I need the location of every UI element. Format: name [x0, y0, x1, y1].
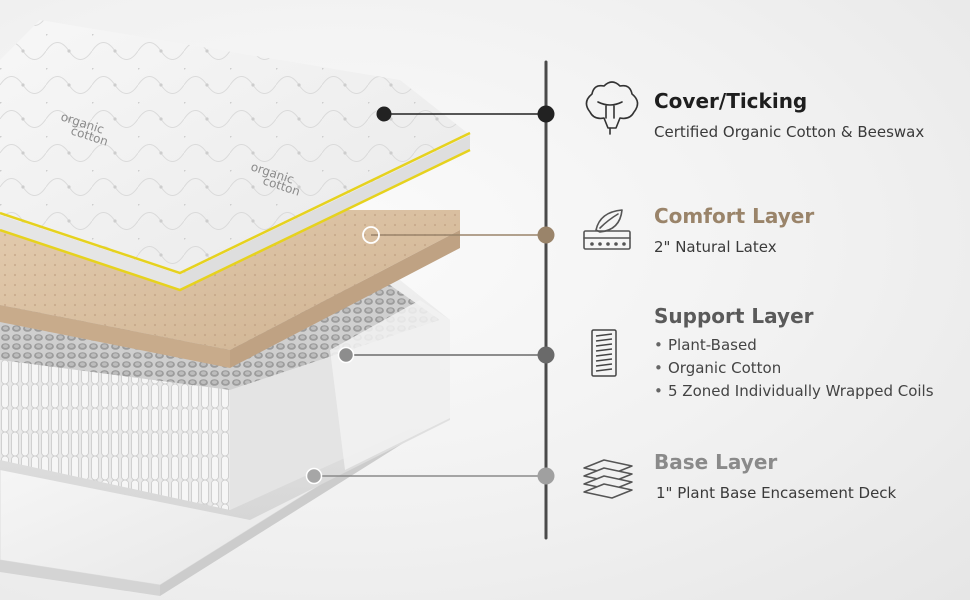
- support-layer-title: Support Layer: [654, 304, 814, 328]
- cover-anchor-dot: [376, 106, 392, 122]
- cover-axis-marker: [537, 105, 555, 123]
- base-layer-subtitle: 1" Plant Base Encasement Deck: [656, 484, 897, 502]
- cover-layer-illustration: organic cotton organic cotton: [0, 20, 471, 292]
- support-bullet: •Plant-Based: [654, 336, 757, 354]
- coil-spring-icon: [591, 329, 617, 377]
- support-bullet-text: 5 Zoned Individually Wrapped Coils: [668, 382, 934, 400]
- support-bullet-text: Organic Cotton: [668, 359, 782, 377]
- base-layer-title: Base Layer: [654, 450, 778, 474]
- support-axis-marker: [537, 346, 555, 364]
- base-leader: [305, 467, 555, 485]
- base-layer-info: Base Layer 1" Plant Base Encasement Deck: [654, 450, 896, 504]
- cover-leader: [376, 105, 555, 123]
- comfort-layer-info: Comfort Layer 2" Natural Latex: [654, 204, 814, 258]
- cover-layer-info: Cover/Ticking Certified Organic Cotton &…: [654, 89, 924, 143]
- stacked-layers-icon: [583, 459, 633, 499]
- comfort-anchor-dot: [362, 226, 380, 244]
- comfort-layer-title: Comfort Layer: [654, 204, 815, 228]
- support-layer-info: Support Layer •Plant-Based •Organic Cott…: [654, 304, 934, 403]
- comfort-layer-subtitle: 2" Natural Latex: [654, 238, 777, 256]
- cover-layer-subtitle: Certified Organic Cotton & Beeswax: [654, 123, 925, 141]
- support-bullet: •5 Zoned Individually Wrapped Coils: [654, 382, 934, 400]
- cotton-boll-icon: [585, 81, 639, 135]
- comfort-axis-marker: [537, 226, 555, 244]
- base-anchor-dot: [305, 467, 323, 485]
- support-bullet-text: Plant-Based: [668, 336, 757, 354]
- support-leader: [337, 346, 555, 364]
- support-bullet: •Organic Cotton: [654, 359, 782, 377]
- cover-layer-title: Cover/Ticking: [654, 89, 808, 113]
- support-layer-bullets: •Plant-Based •Organic Cotton •5 Zoned In…: [654, 334, 934, 403]
- base-axis-marker: [537, 467, 555, 485]
- leaf-latex-icon: [583, 209, 631, 250]
- comfort-leader: [362, 226, 555, 244]
- support-anchor-dot: [337, 346, 355, 364]
